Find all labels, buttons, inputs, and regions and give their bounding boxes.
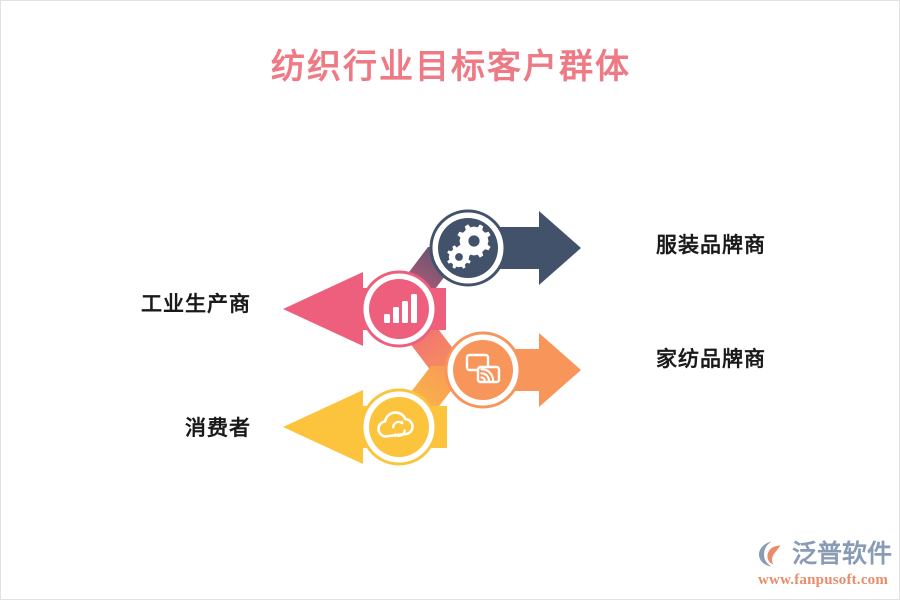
label-home-textile: 家纺品牌商: [656, 347, 766, 371]
label-consumer: 消费者: [185, 416, 251, 440]
node-consumer[interactable]: [360, 388, 438, 466]
node-home-textile[interactable]: [444, 331, 522, 409]
label-industry: 工业生产商: [141, 292, 251, 316]
brand-logo: 泛普软件 www.fanpusoft.com: [758, 537, 894, 591]
logo-url: www.fanpusoft.com: [758, 572, 889, 588]
target-customer-diagram: [271, 191, 631, 471]
logo-row: 泛普软件: [758, 537, 894, 571]
logo-name: 泛普软件: [792, 540, 893, 568]
node-apparel[interactable]: [429, 209, 507, 287]
node-industry[interactable]: [360, 270, 438, 348]
screen-cast-icon: [465, 353, 501, 384]
fanpu-logo-mark: [759, 541, 782, 567]
bar-chart-icon: [384, 294, 417, 323]
cloud-sync-icon: [377, 411, 414, 438]
gears-icon: [447, 224, 491, 269]
page-title: 纺织行业目标客户群体: [271, 49, 631, 86]
label-apparel: 服装品牌商: [656, 233, 766, 257]
